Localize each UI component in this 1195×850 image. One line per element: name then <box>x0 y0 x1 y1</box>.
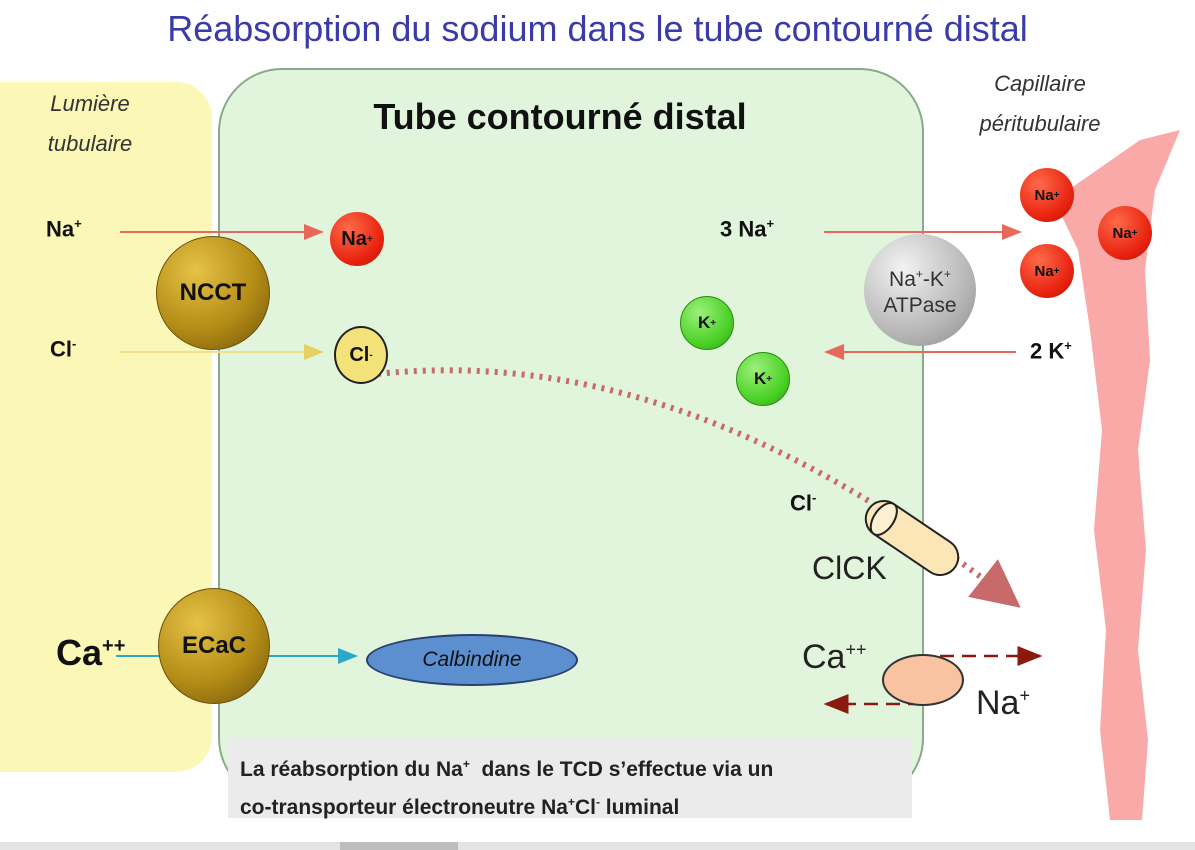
lumen-label-line1: Lumière <box>50 91 130 116</box>
na-lumen-label: Na+ <box>46 216 82 242</box>
sodium-ion-capillary-2: Na+ <box>1098 206 1152 260</box>
cell-title: Tube contourné distal <box>373 96 747 137</box>
sodium-ion-intracellular: Na+ <box>330 212 384 266</box>
ca-basal-label: Ca++ <box>802 638 867 676</box>
distal-tubule-cell <box>218 68 924 802</box>
atpase-label-line1: Na+-K+ <box>889 267 951 291</box>
potassium-ion-2: K+ <box>736 352 790 406</box>
potassium-ion-1: K+ <box>680 296 734 350</box>
sodium-ion-capillary-1: Na+ <box>1020 168 1074 222</box>
sodium-ion-capillary-3: Na+ <box>1020 244 1074 298</box>
capillary-label: Capillaire péritubulaire <box>950 64 1130 144</box>
calbindine-protein: Calbindine <box>366 634 578 686</box>
lumen-label: Lumière tubulaire <box>10 84 170 164</box>
clck-channel <box>864 499 960 577</box>
chloride-ion-intracellular: Cl- <box>334 326 388 384</box>
atpase-label-line2: ATPase <box>883 294 957 317</box>
cl-lumen-label: Cl- <box>50 336 77 362</box>
peritubular-capillary <box>1054 130 1180 820</box>
bottom-scrollbar[interactable] <box>0 842 1195 850</box>
scrollbar-thumb[interactable] <box>340 842 458 850</box>
caption-line1: La réabsorption du Na+ dans le TCD s’eff… <box>240 757 774 781</box>
ecac-channel: ECaC <box>158 588 270 704</box>
capillary-label-line2: péritubulaire <box>979 111 1101 136</box>
capillary-label-line1: Capillaire <box>994 71 1086 96</box>
cl-basal-label: Cl- <box>790 490 817 516</box>
clck-label: ClCK <box>812 550 887 586</box>
ncct-transporter: NCCT <box>156 236 270 350</box>
caption-line2: co-transporteur électroneutre Na+Cl- lum… <box>240 795 680 819</box>
diagram-title: Réabsorption du sodium dans le tube cont… <box>167 8 1028 49</box>
na-ca-exchanger <box>882 654 964 706</box>
three-na-label: 3 Na+ <box>720 216 775 242</box>
ca-lumen-label: Ca++ <box>56 632 126 673</box>
two-k-label: 2 K+ <box>1030 338 1072 364</box>
lumen-label-line2: tubulaire <box>47 131 133 156</box>
na-k-atpase-pump: Na+-K+ ATPase <box>864 234 976 346</box>
na-basal-label: Na+ <box>976 684 1030 722</box>
caption-box: La réabsorption du Na+ dans le TCD s’eff… <box>228 738 912 819</box>
